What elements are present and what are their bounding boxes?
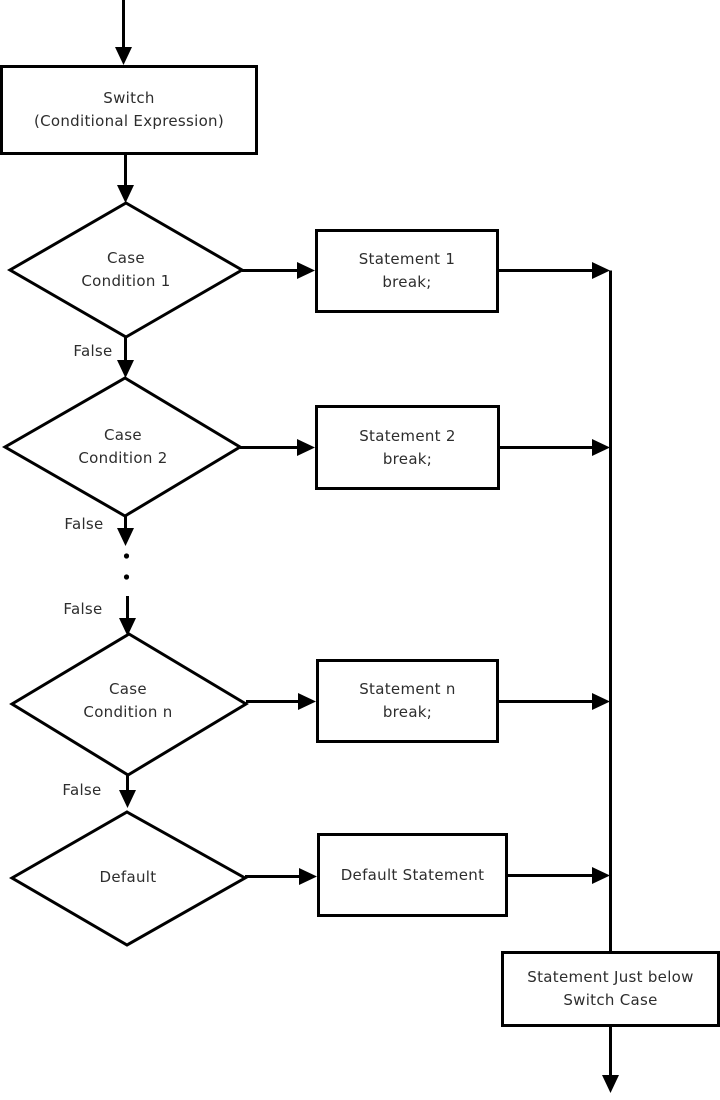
node-switch-line2: (Conditional Expression) [33, 112, 225, 130]
edge-label-false-2: False [64, 515, 104, 533]
node-stmt1-line1: Statement 1 [358, 250, 456, 268]
node-stmt2-line1: Statement 2 [359, 426, 456, 445]
edge-defaultstmt-merge-arrowhead-icon [592, 867, 610, 884]
edge-stmt1-merge-arrowhead-icon [592, 262, 610, 279]
node-below-box-line2: Switch Case [563, 991, 658, 1009]
edge-exit-arrowhead-icon [602, 1075, 619, 1093]
edge-case2-ellipsis-arrowhead-icon [117, 528, 134, 546]
edge-label-false-3: False [63, 600, 103, 618]
node-stmt2: Statement 2 break; [315, 405, 500, 490]
node-switch-line1: Switch [103, 89, 155, 107]
edge-ellipsis-casen-arrowhead-icon [119, 618, 136, 636]
edge-switch-case1-arrowhead-icon [117, 185, 134, 203]
node-case1-diamond [7, 201, 245, 339]
node-stmtn-line1: Statement n [359, 680, 456, 698]
node-below-box-line1: Statement Just below [527, 968, 694, 986]
edge-casen-stmtn-arrowhead-icon [298, 693, 316, 710]
node-stmtn: Statement n break; [316, 659, 499, 743]
node-stmtn-line2: break; [382, 703, 433, 721]
edge-case2-stmt2-arrowhead-icon [297, 439, 315, 456]
node-below-box: Statement Just below Switch Case [501, 951, 720, 1027]
edge-default-defaultstmt-arrowhead-icon [299, 868, 317, 885]
edge-casen-default-arrowhead-icon [119, 790, 136, 808]
node-casen-diamond [9, 632, 249, 777]
node-stmt1-line2: break; [382, 273, 432, 291]
edge-case1-case2-arrowhead-icon [117, 360, 134, 378]
ellipsis-dot [123, 574, 130, 580]
edge-stmtn-merge-arrowhead-icon [592, 693, 610, 710]
node-default-stmt-label: Default Statement [340, 865, 485, 884]
node-stmt1: Statement 1 break; [315, 229, 499, 313]
edge-case1-stmt1-arrowhead-icon [297, 262, 315, 279]
node-default-stmt: Default Statement [317, 833, 508, 917]
node-switch: Switch (Conditional Expression) [0, 65, 258, 155]
ellipsis-dot [123, 553, 130, 559]
edge-stmt2-merge-arrowhead-icon [592, 439, 610, 456]
edge-label-false-1: False [73, 342, 113, 360]
edge-label-false-4: False [62, 781, 102, 799]
node-default-diamond [9, 810, 249, 947]
node-case2-diamond [1, 376, 243, 518]
node-stmt2-line2: break; [382, 449, 433, 468]
edge-entry-arrowhead-icon [115, 47, 132, 65]
